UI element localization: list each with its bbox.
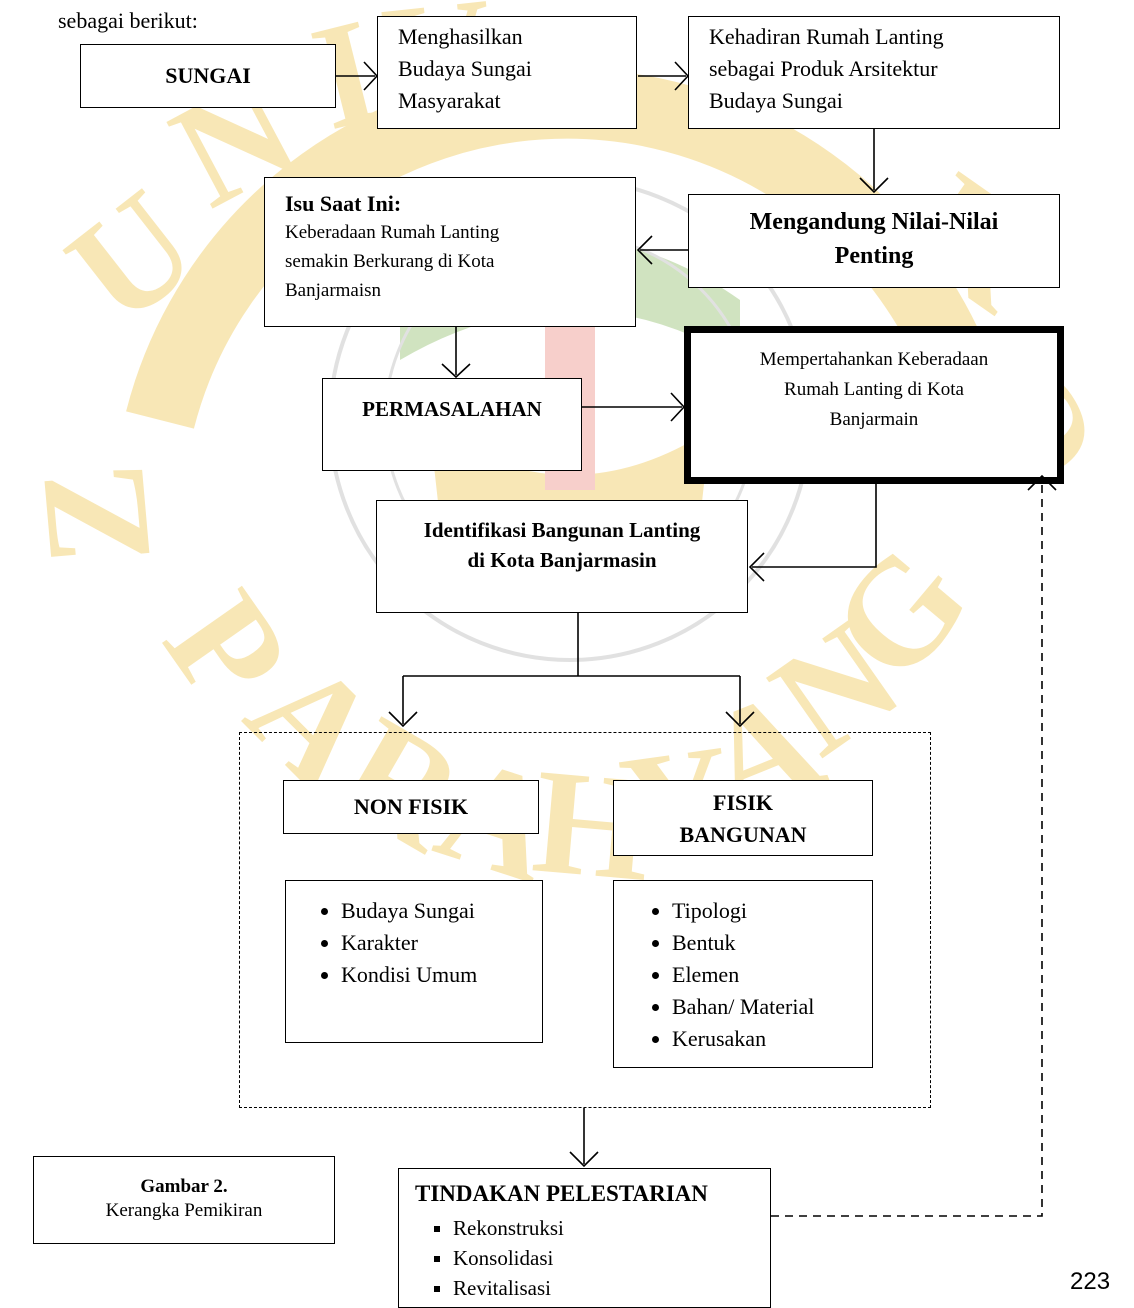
node-sungai: SUNGAI [80, 44, 336, 108]
connector-feedback-dashed [771, 482, 1043, 1217]
node-non-fisik: NON FISIK [283, 780, 539, 834]
connector-mempertahankan-identifikasi [752, 484, 877, 568]
list-item: Bentuk [672, 927, 872, 959]
node-nilai-line-2: Penting [834, 243, 914, 269]
node-fisik-line-2: BANGUNAN [679, 822, 807, 847]
page-number: 223 [1070, 1268, 1111, 1295]
arrowhead-feedback-dashed [1027, 474, 1057, 491]
node-fisik-line-1: FISIK [713, 790, 773, 815]
node-identifikasi: Identifikasi Bangunan Lanting di Kota Ba… [376, 500, 748, 613]
arrowhead-budaya-kehadiran [674, 61, 690, 91]
arrowhead-nilai-isu [636, 235, 653, 265]
node-kehadiran-line-2: sebagai Produk Arsitektur [709, 56, 938, 81]
svg-text:Z: Z [9, 457, 183, 571]
node-nilai-line-1: Mengandung Nilai-Nilai [749, 209, 999, 235]
node-isu-saat-ini: Isu Saat Ini: Keberadaan Rumah Lanting s… [264, 177, 636, 327]
node-mempertahankan: Mempertahankan Keberadaan Rumah Lanting … [684, 326, 1064, 484]
arrowhead-split-left [388, 711, 418, 728]
caption-title: Gambar 2. [140, 1176, 228, 1197]
node-isu-line-2: semakin Berkurang di Kota [285, 251, 495, 272]
node-kehadiran-line-1: Kehadiran Rumah Lanting [709, 24, 944, 49]
list-fisik-items: Tipologi Bentuk Elemen Bahan/ Material K… [672, 895, 872, 1055]
node-isu-title: Isu Saat Ini: [285, 191, 402, 216]
arrowhead-split-right [725, 711, 755, 728]
list-item: Karakter [341, 927, 542, 959]
list-tindakan-items: Rekonstruksi Konsolidasi Revitalisasi [415, 1213, 770, 1303]
node-nilai-penting: Mengandung Nilai-Nilai Penting [688, 194, 1060, 288]
list-item: Elemen [672, 959, 872, 991]
node-identifikasi-line-2: di Kota Banjarmasin [467, 548, 657, 572]
node-budaya-sungai: Menghasilkan Budaya Sungai Masyarakat [377, 16, 637, 129]
list-non-fisik-items: Budaya Sungai Karakter Kondisi Umum [341, 895, 542, 991]
list-item: Budaya Sungai [341, 895, 542, 927]
figure-caption: Gambar 2. Kerangka Pemikiran [33, 1156, 335, 1244]
node-budaya-line-2: Budaya Sungai [398, 56, 532, 81]
node-kehadiran-line-3: Budaya Sungai [709, 88, 843, 113]
node-non-fisik-label: NON FISIK [353, 794, 469, 819]
arrowhead-sungai-budaya [363, 61, 379, 91]
arrowhead-kehadiran-nilai [859, 177, 889, 194]
node-identifikasi-line-1: Identifikasi Bangunan Lanting [423, 518, 701, 542]
arrowhead-permasalahan-mempertahankan [670, 392, 686, 422]
node-tindakan-pelestarian: TINDAKAN PELESTARIAN Rekonstruksi Konsol… [398, 1168, 771, 1308]
list-item: Konsolidasi [453, 1243, 770, 1273]
node-budaya-line-1: Menghasilkan [398, 24, 523, 49]
list-item: Bahan/ Material [672, 991, 872, 1023]
node-fisik-bangunan: FISIK BANGUNAN [613, 780, 873, 856]
node-sungai-label: SUNGAI [165, 63, 251, 88]
list-fisik-bangunan: Tipologi Bentuk Elemen Bahan/ Material K… [613, 880, 873, 1068]
list-item: Rekonstruksi [453, 1213, 770, 1243]
node-tindakan-title: TINDAKAN PELESTARIAN [415, 1181, 708, 1206]
node-mempertahankan-line-1: Mempertahankan Keberadaan [759, 349, 989, 370]
node-mempertahankan-line-2: Rumah Lanting di Kota [784, 379, 964, 400]
list-item: Revitalisasi [453, 1273, 770, 1303]
node-isu-line-1: Keberadaan Rumah Lanting [285, 222, 500, 243]
list-item: Tipologi [672, 895, 872, 927]
arrowhead-mempertahankan-identifikasi [748, 552, 765, 582]
intro-text: sebagai berikut: [58, 8, 198, 33]
list-non-fisik: Budaya Sungai Karakter Kondisi Umum [285, 880, 543, 1043]
arrowhead-container-tindakan [569, 1151, 599, 1168]
caption-subtitle: Kerangka Pemikiran [105, 1200, 263, 1221]
list-item: Kondisi Umum [341, 959, 542, 991]
node-permasalahan: PERMASALAHAN [322, 378, 582, 471]
node-isu-line-3: Banjarmaisn [285, 280, 382, 301]
arrowhead-isu-permasalahan [441, 363, 471, 379]
node-budaya-line-3: Masyarakat [398, 88, 501, 113]
analysis-dashed-container [239, 732, 931, 1108]
list-item: Kerusakan [672, 1023, 872, 1055]
node-permasalahan-label: PERMASALAHAN [362, 397, 542, 421]
node-mempertahankan-line-3: Banjarmain [829, 409, 919, 430]
node-kehadiran: Kehadiran Rumah Lanting sebagai Produk A… [688, 16, 1060, 129]
